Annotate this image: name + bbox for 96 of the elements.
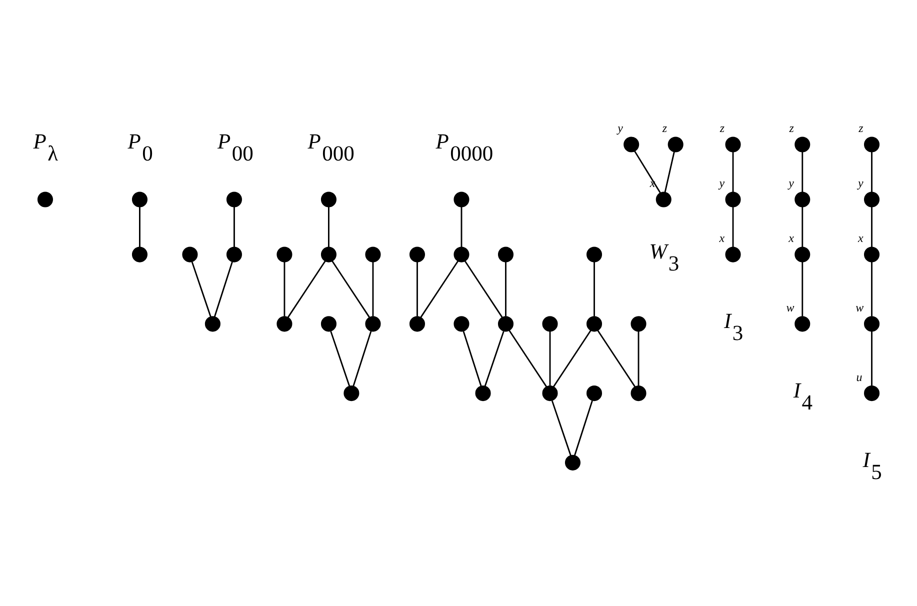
node-circle: [794, 316, 810, 332]
connector: [287, 260, 326, 318]
connector: [638, 331, 640, 386]
connector: [871, 206, 872, 248]
node-circle: [320, 192, 336, 208]
connector: [871, 262, 872, 316]
node-circle: [454, 246, 470, 262]
node-label: z: [720, 120, 725, 135]
node-circle: [542, 316, 558, 332]
node-circle: [564, 454, 580, 470]
node-circle: [132, 192, 148, 208]
node-circle: [498, 316, 514, 332]
node-circle: [864, 386, 880, 402]
node-circle: [204, 316, 220, 332]
node-circle: [586, 246, 602, 262]
node-circle: [320, 316, 336, 332]
node-circle: [475, 386, 491, 402]
connector: [484, 331, 504, 386]
connector: [352, 331, 372, 386]
connector: [464, 260, 503, 318]
node-circle: [794, 136, 810, 152]
connector: [732, 206, 734, 248]
connector: [871, 331, 872, 386]
node-label: x: [719, 230, 725, 245]
node-label: y: [719, 176, 725, 190]
connector: [372, 262, 374, 316]
connector: [332, 260, 370, 318]
connector: [328, 206, 330, 248]
connector: [594, 262, 595, 316]
node-circle: [794, 246, 810, 262]
connector: [214, 262, 233, 317]
node-label: x: [858, 230, 864, 245]
node-circle: [630, 316, 646, 332]
node-circle: [864, 192, 880, 208]
node-circle: [864, 246, 880, 262]
node-circle: [656, 192, 672, 208]
node-circle: [725, 192, 741, 208]
connector: [505, 262, 506, 316]
connector: [871, 152, 872, 192]
connector: [462, 331, 482, 386]
node-circle: [725, 136, 741, 152]
node-label: z: [858, 120, 864, 135]
node-circle: [365, 316, 381, 332]
connector: [460, 206, 462, 248]
connector: [234, 206, 235, 248]
node-circle: [409, 246, 425, 262]
node-circle: [320, 246, 336, 262]
node-circle: [725, 246, 741, 262]
node-circle: [542, 386, 558, 402]
node-circle: [668, 136, 684, 152]
node-circle: [37, 192, 53, 208]
connector: [664, 152, 675, 193]
connector: [732, 152, 734, 192]
node-label: x: [788, 230, 794, 245]
node-circle: [344, 386, 360, 402]
node-circle: [409, 316, 425, 332]
node-circle: [794, 192, 810, 208]
connector: [330, 331, 350, 386]
connector: [552, 330, 592, 388]
node-label: y: [788, 176, 794, 190]
connector: [802, 206, 804, 248]
connector: [574, 400, 593, 456]
node-label: u: [856, 370, 862, 384]
node-circle: [276, 246, 292, 262]
node-label: z: [662, 120, 668, 135]
node-circle: [276, 316, 292, 332]
connector: [420, 260, 459, 318]
connector: [802, 262, 804, 316]
node-circle: [586, 316, 602, 332]
node-label: y: [618, 120, 623, 135]
node-circle: [132, 246, 148, 262]
node-circle: [365, 246, 381, 262]
node-circle: [586, 386, 602, 402]
node-circle: [454, 316, 470, 332]
node-label: z: [789, 120, 794, 135]
node-circle: [226, 246, 242, 262]
connector: [802, 152, 804, 192]
node-circle: [226, 192, 242, 208]
node-circle: [182, 246, 198, 262]
connector: [191, 262, 212, 317]
connector: [416, 262, 418, 316]
connector: [139, 206, 140, 248]
node-circle: [454, 192, 470, 208]
connector: [508, 330, 548, 388]
connector: [284, 262, 286, 316]
node-circle: [498, 246, 514, 262]
connector: [597, 330, 636, 388]
connector: [551, 400, 572, 456]
node-circle: [630, 386, 646, 402]
node-circle: [624, 136, 640, 152]
node-label: w: [786, 300, 794, 314]
node-label: w: [856, 300, 864, 314]
node-circle: [864, 136, 880, 152]
connector: [549, 331, 551, 386]
node-label: y: [858, 176, 864, 190]
node-circle: [864, 316, 880, 332]
